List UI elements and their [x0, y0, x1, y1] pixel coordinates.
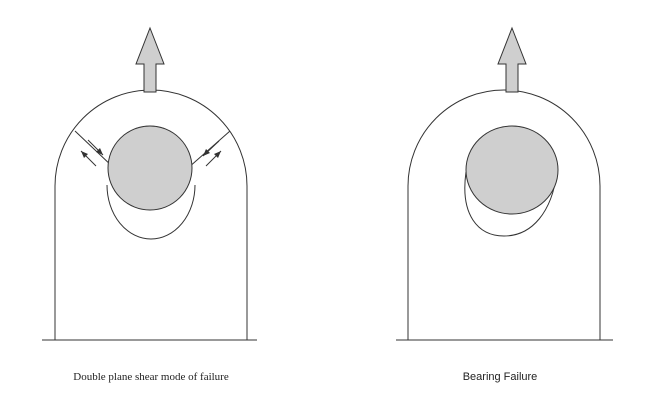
- caption-bearing-failure: Bearing Failure: [462, 371, 538, 383]
- up-arrow-icon: [135, 26, 165, 93]
- small-arrow-icon: [202, 140, 220, 157]
- lug-outline: [407, 89, 601, 340]
- shear-plane-right: [187, 130, 231, 169]
- small-arrow-icon: [205, 150, 222, 167]
- pin: [465, 125, 559, 215]
- shear-failure-figure: [42, 26, 257, 341]
- hole-outline: [464, 171, 558, 237]
- hole-outline: [106, 184, 196, 240]
- pin: [107, 125, 193, 211]
- small-arrow-icon: [87, 139, 104, 156]
- shear-plane-left: [74, 130, 115, 169]
- caption-shear-failure: Double plane shear mode of failure: [73, 371, 229, 383]
- bearing-failure-figure: [396, 26, 613, 341]
- up-arrow-icon: [497, 26, 527, 93]
- small-arrow-icon: [80, 150, 97, 167]
